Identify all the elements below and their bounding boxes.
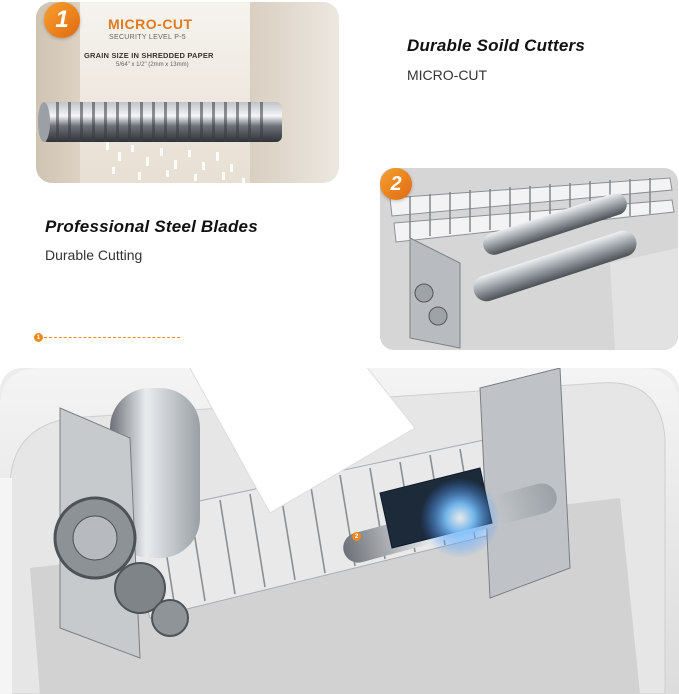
micro-cut-card xyxy=(80,2,250,183)
callout-line-1 xyxy=(44,337,180,338)
steel-blades-inset: 2 xyxy=(380,168,678,350)
feature2-subtitle: Durable Cutting xyxy=(45,247,143,263)
step-badge-1: 1 xyxy=(44,2,80,38)
cutter-roller-illustration xyxy=(38,102,282,183)
micro-cut-inset: MICRO-CUT SECURITY LEVEL P-5 GRAIN SIZE … xyxy=(36,2,339,183)
shredder-cutaway-illustration xyxy=(0,368,679,694)
card-title: MICRO-CUT xyxy=(108,16,193,32)
step-badge-2: 2 xyxy=(380,168,412,200)
callout-dot-1: 1 xyxy=(34,333,43,342)
card-grain-size: 5/64" x 1/2" (2mm x 13mm) xyxy=(116,62,189,68)
feature2-title: Professional Steel Blades xyxy=(45,217,258,236)
card-grain-label: GRAIN SIZE IN SHREDDED PAPER xyxy=(84,51,214,60)
card-shadow-right xyxy=(250,2,339,183)
callout-dot-2: 2 xyxy=(352,532,361,541)
feature1-subtitle: MICRO-CUT xyxy=(407,67,488,83)
card-subtitle: SECURITY LEVEL P-5 xyxy=(109,34,186,41)
shredder-main-image: 2 xyxy=(0,368,679,694)
feature1-title: Durable Soild Cutters xyxy=(407,36,586,55)
steel-blades-illustration xyxy=(380,168,678,350)
